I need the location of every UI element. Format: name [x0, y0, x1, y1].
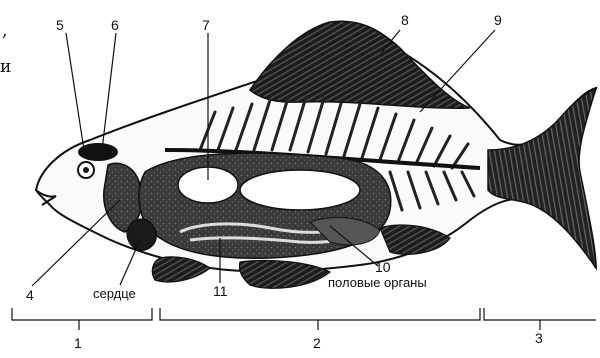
label-number-1: 1 — [74, 335, 82, 351]
heart — [127, 219, 156, 250]
label-number-3: 3 — [535, 330, 543, 346]
label-number-4: 4 — [26, 287, 34, 303]
brain — [78, 143, 118, 161]
label-number-6: 6 — [111, 17, 119, 33]
label-heart: сердце — [93, 286, 136, 301]
eye-pupil — [83, 167, 89, 173]
edge-fragment-letter: и — [0, 57, 11, 77]
swim-bladder-back — [240, 170, 360, 210]
label-number-7: 7 — [202, 17, 210, 33]
dorsal-fin — [250, 21, 470, 108]
edge-fragment-comma: , — [2, 21, 7, 41]
section-brackets — [12, 308, 596, 330]
label-number-9: 9 — [494, 12, 502, 28]
label-number-11: 11 — [213, 283, 228, 299]
label-number-8: 8 — [401, 12, 409, 28]
label-gonads: половые органы — [328, 275, 427, 290]
caudal-fin — [488, 88, 596, 268]
label-number-10: 10 — [375, 259, 391, 275]
label-number-5: 5 — [56, 17, 64, 33]
label-number-2: 2 — [313, 335, 321, 351]
